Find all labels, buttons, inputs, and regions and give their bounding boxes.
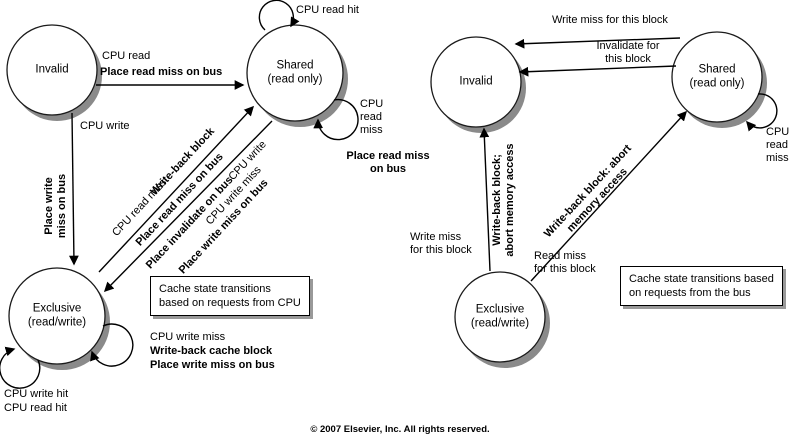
left-arrow-exclusive-to-shared bbox=[98, 105, 255, 273]
label-line: read bbox=[766, 139, 789, 151]
label-cpu-read: CPU read bbox=[102, 50, 151, 62]
right-arrow-shared-to-invalid-invalidate bbox=[518, 65, 677, 77]
label-line: on bus bbox=[369, 163, 407, 175]
caption-line: on requests from the bus bbox=[629, 287, 751, 299]
left-arrow-shared-to-exclusive bbox=[103, 120, 273, 293]
label-line: Write-back block; bbox=[491, 154, 503, 246]
label-write-miss-for-this-block-top: Write miss for this block bbox=[552, 14, 668, 26]
left-exclusive-hit-loop bbox=[0, 346, 41, 389]
right-exclusive-circle bbox=[454, 271, 546, 363]
state-right-exclusive: Exclusive (read/write) bbox=[471, 304, 529, 331]
label-line: Write miss bbox=[410, 231, 462, 243]
label-line: CPU bbox=[766, 126, 790, 138]
label-cpu-write: CPU write bbox=[80, 120, 130, 132]
label-line: Invalidate for bbox=[596, 40, 660, 52]
label-line: miss bbox=[360, 124, 383, 136]
label-place-read-miss-on-bus: Place read miss on bus bbox=[100, 66, 223, 78]
label-line: for this block bbox=[534, 263, 596, 275]
right-arrow-exclusive-to-invalid bbox=[479, 127, 491, 272]
state-right-shared-sub: (read only) bbox=[689, 77, 745, 89]
right-invalid-circle bbox=[430, 36, 522, 128]
left-exclusive-write-miss-loop bbox=[90, 323, 134, 367]
state-right-exclusive-sub: (read/write) bbox=[470, 317, 530, 329]
state-left-exclusive-sub: (read/write) bbox=[27, 316, 87, 328]
label-line: CPU bbox=[360, 98, 384, 110]
label-cpu-write-hit: CPU write hit bbox=[4, 388, 69, 400]
label-cpu-read-miss-right-loop: CPU read miss bbox=[766, 126, 789, 165]
state-right-shared: Shared (read only) bbox=[690, 64, 745, 91]
label-write-miss-for-this-block-left: Write miss for this block bbox=[410, 231, 472, 257]
caption-line: Cache state transitions bbox=[159, 283, 271, 295]
label-cpu-read-hit-bottom: CPU read hit bbox=[4, 402, 67, 414]
right-shared-circle bbox=[671, 31, 763, 123]
state-right-invalid: Invalid bbox=[459, 75, 492, 89]
label-line: for this block bbox=[410, 244, 472, 256]
label-line: Read miss bbox=[534, 250, 586, 262]
state-left-exclusive: Exclusive (read/write) bbox=[28, 303, 86, 330]
state-left-exclusive-name: Exclusive bbox=[32, 302, 82, 315]
label-line: Place write bbox=[43, 177, 55, 235]
label-write-back-cache-block: Write-back cache block bbox=[150, 345, 273, 357]
label-line: Place read miss bbox=[346, 150, 430, 162]
left-shared-read-hit-loop bbox=[258, 0, 300, 31]
label-read-miss-for-this-block: Read miss for this block bbox=[534, 250, 596, 276]
caption-box-cpu: Cache state transitions based on request… bbox=[150, 276, 310, 316]
state-right-exclusive-name: Exclusive bbox=[475, 303, 525, 316]
label-place-write-miss-on-bus-vertical: Place write miss on bus bbox=[43, 174, 69, 238]
state-left-invalid-name: Invalid bbox=[35, 63, 69, 76]
label-line: read bbox=[360, 111, 383, 123]
label-line: miss on bus bbox=[56, 173, 68, 239]
state-left-shared-sub: (read only) bbox=[267, 73, 323, 85]
left-arrow-invalid-to-exclusive bbox=[68, 112, 79, 266]
left-shared-read-miss-loop bbox=[313, 98, 359, 141]
state-left-invalid: Invalid bbox=[35, 63, 68, 77]
label-write-back-abort-vertical: Write-back block; abort memory access bbox=[491, 143, 517, 256]
label-cpu-read-hit-top: CPU read hit bbox=[296, 4, 359, 16]
label-place-write-miss-on-bus-loop: Place write miss on bus bbox=[150, 359, 275, 371]
label-place-read-miss-on-bus-loop: Place read miss on bus bbox=[342, 150, 434, 176]
copyright-footer: © 2007 Elsevier, Inc. All rights reserve… bbox=[310, 424, 490, 435]
state-left-shared: Shared (read only) bbox=[268, 60, 323, 87]
label-cpu-write-miss-loop: CPU write miss bbox=[150, 331, 226, 343]
state-left-shared-name: Shared bbox=[276, 59, 314, 72]
label-line: abort memory access bbox=[504, 143, 516, 257]
label-cpu-read-miss-loop: CPU read miss bbox=[360, 98, 383, 137]
right-arrow-exclusive-to-shared bbox=[530, 110, 687, 282]
label-line: this block bbox=[605, 53, 651, 65]
caption-line: based on requests from CPU bbox=[159, 297, 301, 309]
right-arrow-shared-to-invalid-write-miss bbox=[514, 37, 681, 49]
right-shared-read-miss-loop bbox=[746, 93, 778, 132]
state-right-shared-name: Shared bbox=[698, 63, 736, 76]
left-invalid-circle bbox=[6, 24, 98, 116]
caption-box-bus: Cache state transitions based on request… bbox=[620, 266, 783, 306]
caption-line: Cache state transitions based bbox=[629, 273, 774, 285]
label-line: miss bbox=[766, 152, 789, 164]
left-exclusive-circle bbox=[8, 267, 106, 365]
state-right-invalid-name: Invalid bbox=[459, 75, 493, 88]
label-invalidate-for-this-block: Invalidate for this block bbox=[590, 40, 666, 66]
